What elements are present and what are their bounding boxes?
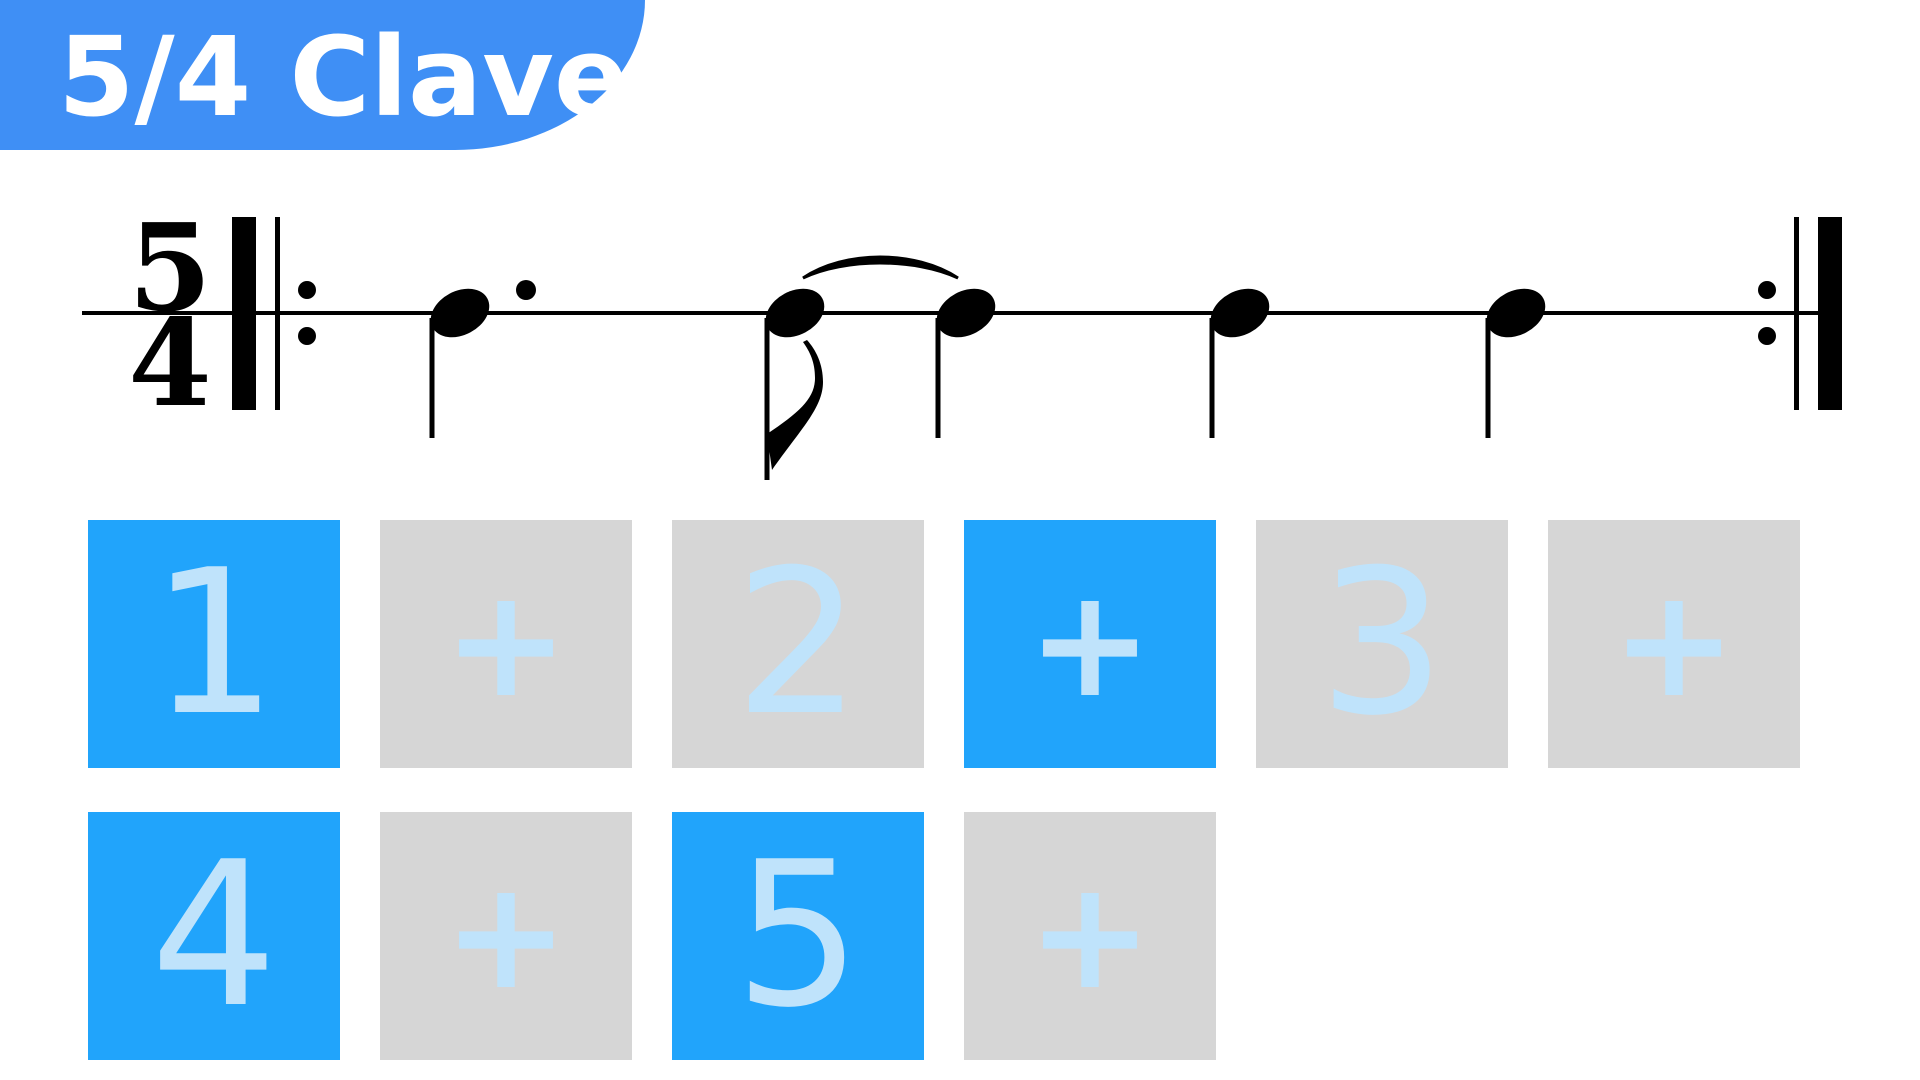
beat-cell-active[interactable]: 4 xyxy=(88,812,340,1060)
note-head xyxy=(765,288,825,338)
note-flag xyxy=(767,340,823,470)
note-eighth-tied xyxy=(764,288,825,480)
beat-cell-number-label: 1 xyxy=(150,527,278,760)
note-dotted-quarter xyxy=(429,280,536,438)
beat-cell-inactive[interactable]: + xyxy=(380,812,632,1060)
tie xyxy=(802,255,959,280)
beat-cell-inactive[interactable]: 2 xyxy=(672,520,924,768)
note-head xyxy=(1486,288,1546,338)
beat-cell-inactive[interactable]: 3 xyxy=(1256,520,1508,768)
beat-cell-inactive[interactable]: + xyxy=(1548,520,1800,768)
repeat-end-thick-bar xyxy=(1818,217,1842,410)
beat-cell-number-label: 5 xyxy=(734,819,862,1052)
beat-cell-active[interactable]: + xyxy=(964,520,1216,768)
repeat-end-dot-upper xyxy=(1758,281,1776,299)
note-head xyxy=(936,288,996,338)
beat-cell-number-label: 4 xyxy=(150,819,278,1052)
beat-cell-active[interactable]: 5 xyxy=(672,812,924,1060)
beat-cell-plus-label: + xyxy=(1027,557,1153,731)
note-quarter xyxy=(935,288,996,438)
beat-cell-plus-label: + xyxy=(443,557,569,731)
time-signature-top: 5 xyxy=(128,198,212,339)
beat-cell-active[interactable]: 1 xyxy=(88,520,340,768)
beat-cell-plus-label: + xyxy=(1611,557,1737,731)
note-quarter xyxy=(1485,288,1546,438)
repeat-start-thick-bar xyxy=(232,217,256,410)
beat-grid: 1 +2 +3 +4 +5 + xyxy=(88,520,1800,1060)
note-quarter xyxy=(1209,288,1270,438)
time-signature-bottom: 4 xyxy=(128,293,212,434)
beat-cell-plus-label: + xyxy=(1027,849,1153,1023)
beat-cell-inactive[interactable]: + xyxy=(964,812,1216,1060)
repeat-start-dot-upper xyxy=(298,281,316,299)
page-title: 5/4 Clave xyxy=(58,13,629,141)
repeat-end-dot-lower xyxy=(1758,327,1776,345)
beat-cell-plus-label: + xyxy=(443,849,569,1023)
title-banner: 5/4 Clave xyxy=(0,0,645,150)
repeat-start-dot-lower xyxy=(298,327,316,345)
repeat-start-thin-bar xyxy=(275,217,280,410)
repeat-end-thin-bar xyxy=(1794,217,1799,410)
beat-cell-number-label: 3 xyxy=(1318,527,1446,760)
augmentation-dot xyxy=(516,280,536,300)
beat-cell-number-label: 2 xyxy=(734,527,862,760)
note-head xyxy=(430,288,490,338)
music-staff: 5 4 xyxy=(82,198,1842,480)
beat-cell-inactive[interactable]: + xyxy=(380,520,632,768)
note-head xyxy=(1210,288,1270,338)
